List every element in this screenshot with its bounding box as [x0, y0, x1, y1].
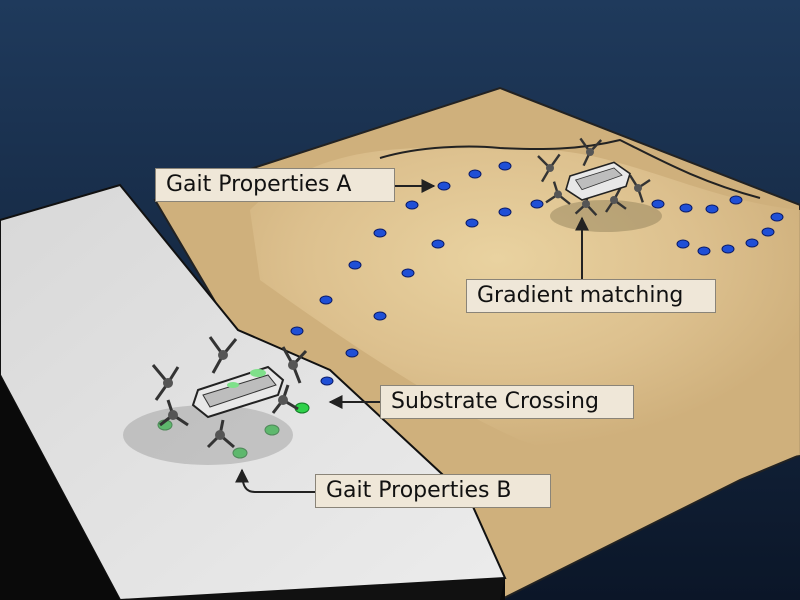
footprint-green [264, 424, 280, 436]
footprint-blue [468, 169, 482, 179]
blue-footprints [290, 161, 784, 386]
footprint-blue [679, 203, 693, 213]
hexapod-robot-icon [123, 336, 308, 465]
footprint-blue [745, 238, 759, 248]
footprint-blue [319, 295, 333, 305]
footprint-blue [676, 239, 690, 249]
hexapod-robot-icon [537, 137, 662, 232]
footprint-blue [348, 260, 362, 270]
footprint-blue [498, 207, 512, 217]
footprint-blue [405, 200, 419, 210]
footprint-blue [373, 228, 387, 238]
footprint-blue [697, 246, 711, 256]
footprint-blue [465, 218, 479, 228]
footprint-green [232, 447, 248, 459]
gait-properties-a-label: Gait Properties A [155, 168, 395, 202]
footprint-blue [290, 326, 304, 336]
footprint-blue [705, 204, 719, 214]
footprint-blue [530, 199, 544, 209]
footprint-blue [345, 348, 359, 358]
footprint-blue [729, 195, 743, 205]
gradient-matching-label: Gradient matching [466, 279, 716, 313]
footprint-blue [401, 268, 415, 278]
footprint-blue [770, 212, 784, 222]
footprint-blue [498, 161, 512, 171]
footprint-blue [320, 376, 334, 386]
gait-properties-b-label: Gait Properties B [315, 474, 551, 508]
substrate-crossing-label: Substrate Crossing [380, 385, 634, 419]
green-footprints [157, 402, 310, 459]
footprint-blue [431, 239, 445, 249]
footprint-blue [373, 311, 387, 321]
footprint-blue [721, 244, 735, 254]
footprint-blue [437, 181, 451, 191]
footprint-blue [761, 227, 775, 237]
footprint-blue [651, 199, 665, 209]
arrow-icon [235, 468, 315, 493]
